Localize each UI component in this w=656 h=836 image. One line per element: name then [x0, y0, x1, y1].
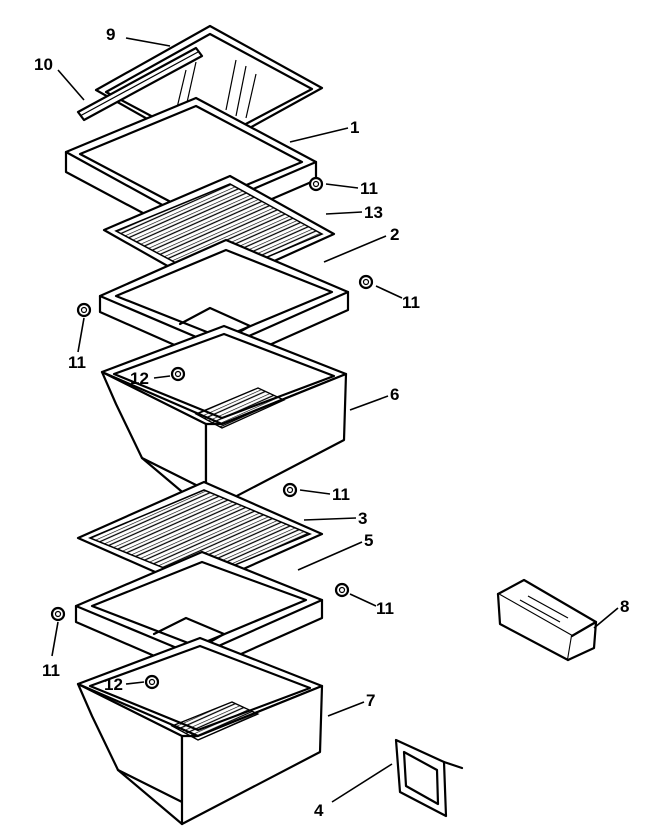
leader-lines [51, 37, 619, 803]
label-5: 5 [364, 531, 373, 550]
label-2: 2 [390, 225, 399, 244]
label-10: 10 [34, 55, 53, 74]
part-8-bin [496, 578, 598, 662]
label-9: 9 [106, 25, 115, 44]
part-6-upper-drawer [100, 324, 348, 514]
label-11-e: 11 [376, 599, 394, 618]
label-11-b: 11 [402, 293, 420, 312]
part-labels: 9 10 1 11 13 2 11 11 12 6 11 3 5 11 11 8… [34, 25, 629, 820]
part-10-shelf-trim [76, 46, 204, 122]
part-4-panel [394, 738, 464, 818]
label-11-d: 11 [332, 485, 350, 504]
label-3: 3 [358, 509, 367, 528]
label-7: 7 [366, 691, 375, 710]
label-6: 6 [390, 385, 399, 404]
part-7-lower-drawer [76, 636, 324, 826]
label-13: 13 [364, 203, 383, 222]
label-11-c: 11 [68, 353, 86, 372]
label-11-f: 11 [42, 661, 60, 680]
label-1: 1 [350, 118, 359, 137]
label-11-a: 11 [360, 179, 378, 198]
fasteners [50, 176, 374, 690]
label-8: 8 [620, 597, 629, 616]
label-12-a: 12 [130, 369, 149, 388]
label-12-b: 12 [104, 675, 123, 694]
part-2-upper-frame [98, 238, 350, 368]
label-4: 4 [314, 801, 324, 820]
